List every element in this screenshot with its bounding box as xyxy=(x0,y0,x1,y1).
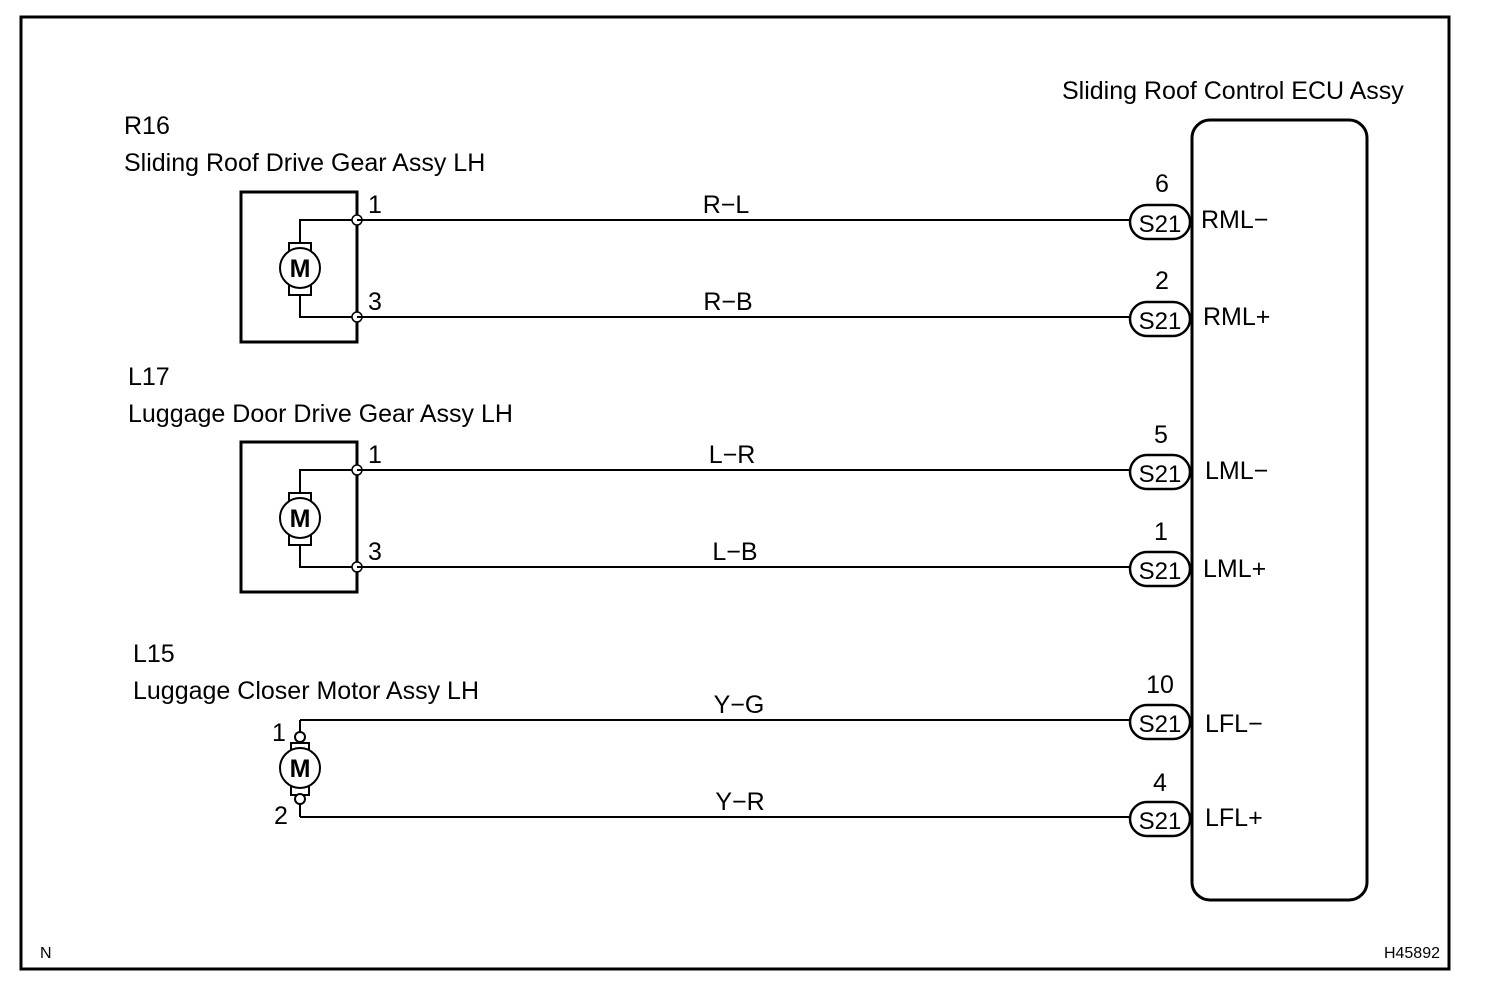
svg-text:S21: S21 xyxy=(1139,461,1182,488)
svg-text:S21: S21 xyxy=(1139,558,1182,585)
svg-text:S21: S21 xyxy=(1139,711,1182,738)
connector-s21: S21 xyxy=(1128,800,1192,838)
component-code: L17 xyxy=(128,363,170,391)
component-name: Luggage Closer Motor Assy LH xyxy=(133,677,479,705)
wire-color-label: Y−G xyxy=(714,691,765,719)
figure-id: H45892 xyxy=(1384,945,1440,962)
connector-s21: S21 xyxy=(1128,203,1192,241)
pin-label: 1 xyxy=(368,191,382,219)
ecu-pin-number: 2 xyxy=(1155,267,1169,295)
ecu-pin-number: 4 xyxy=(1153,769,1167,797)
diagram-frame xyxy=(19,15,1451,971)
component-code: L15 xyxy=(133,640,175,668)
svg-text:S21: S21 xyxy=(1139,211,1182,238)
component-code: R16 xyxy=(124,112,170,140)
pin-label: 1 xyxy=(272,719,286,747)
ecu-title: Sliding Roof Control ECU Assy xyxy=(1062,77,1404,105)
ecu-pin-number: 6 xyxy=(1155,170,1169,198)
wire-color-label: R−L xyxy=(703,191,750,219)
svg-text:M: M xyxy=(290,755,311,783)
connector-s21: S21 xyxy=(1128,703,1192,741)
corner-mark: N xyxy=(40,945,52,962)
wire-color-label: L−B xyxy=(712,538,757,566)
pin-label: 2 xyxy=(274,802,288,830)
ecu-terminal-label: LFL− xyxy=(1205,710,1263,738)
svg-text:S21: S21 xyxy=(1139,808,1182,835)
connector-s21: S21 xyxy=(1128,453,1192,491)
ecu-terminal-label: RML− xyxy=(1201,206,1268,234)
pin-terminal xyxy=(294,731,306,743)
wire-color-label: L−R xyxy=(709,441,756,469)
component-box xyxy=(239,190,359,344)
pin-label: 3 xyxy=(368,288,382,316)
component-box xyxy=(239,440,359,594)
ecu-box xyxy=(1190,118,1369,902)
ecu-pin-number: 10 xyxy=(1146,671,1174,699)
ecu-terminal-label: LFL+ xyxy=(1205,804,1263,832)
ecu-terminal-label: LML+ xyxy=(1203,555,1266,583)
ecu-pin-number: 1 xyxy=(1154,518,1168,546)
svg-text:S21: S21 xyxy=(1139,308,1182,335)
svg-text:M: M xyxy=(290,255,311,283)
pin-label: 1 xyxy=(368,441,382,469)
svg-text:M: M xyxy=(290,505,311,533)
component-name: Sliding Roof Drive Gear Assy LH xyxy=(124,149,485,177)
wire-color-label: R−B xyxy=(703,288,752,316)
pin-terminal xyxy=(294,793,306,805)
ecu-terminal-label: RML+ xyxy=(1203,303,1270,331)
motor-icon: M xyxy=(279,469,357,568)
connector-s21: S21 xyxy=(1128,300,1192,338)
wire-color-label: Y−R xyxy=(715,788,764,816)
ecu-pin-number: 5 xyxy=(1154,421,1168,449)
connector-s21: S21 xyxy=(1128,550,1192,588)
motor-icon: M xyxy=(279,219,357,318)
ecu-terminal-label: LML− xyxy=(1205,457,1268,485)
pin-label: 3 xyxy=(368,538,382,566)
motor-icon: M xyxy=(279,720,321,817)
component-name: Luggage Door Drive Gear Assy LH xyxy=(128,400,513,428)
